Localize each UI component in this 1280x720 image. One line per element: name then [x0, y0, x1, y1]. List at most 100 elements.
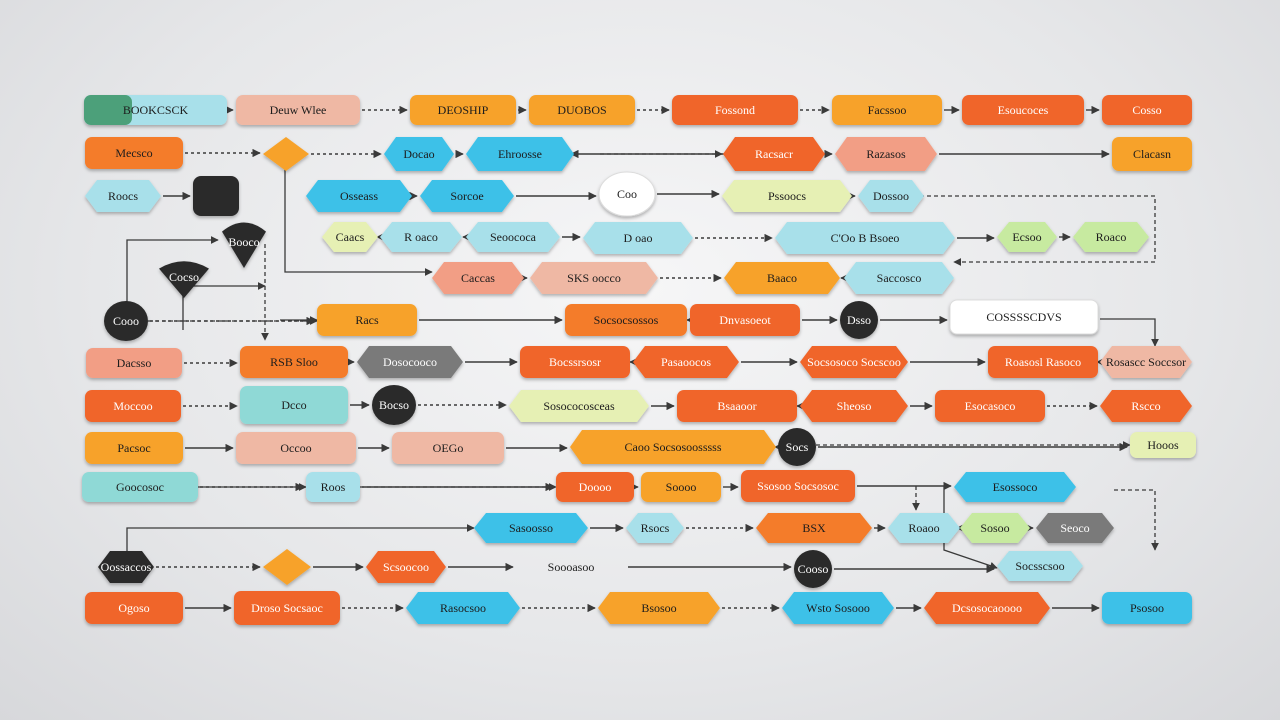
node-shape	[960, 513, 1030, 543]
flow-node: Cocso	[159, 261, 209, 298]
flow-node: Soooo	[641, 472, 721, 502]
flow-node: OEGo	[392, 432, 504, 464]
flow-node: Pasaoocos	[633, 346, 739, 378]
node-shape	[1130, 432, 1196, 458]
flow-node: Dcsosocaoooo	[924, 592, 1050, 624]
node-shape	[800, 346, 908, 378]
flow-node: Roos	[306, 472, 360, 502]
flow-node: DUOBOS	[529, 95, 635, 125]
node-shape	[723, 137, 825, 171]
flow-node	[263, 137, 309, 171]
flow-node: Bocso	[372, 385, 416, 425]
flow-node: Dnvasoeot	[690, 304, 800, 336]
node-shape	[782, 592, 894, 624]
flow-node: Ecsoo	[997, 222, 1057, 252]
node-shape	[832, 95, 942, 125]
connector-line	[1114, 489, 1159, 551]
flow-node	[263, 549, 311, 585]
node-shape	[583, 222, 693, 254]
flow-node: Booco	[222, 222, 266, 268]
flow-node: Bsosoo	[598, 592, 720, 624]
node-shape	[234, 591, 340, 625]
node-shape	[104, 301, 148, 341]
flow-node: Caacs	[322, 222, 378, 252]
flow-node: Roaco	[1073, 222, 1149, 252]
flow-node: Pssoocs	[722, 180, 852, 212]
node-shape	[432, 262, 524, 294]
node-shape	[775, 222, 955, 254]
node-shape	[85, 432, 183, 464]
flow-node: Goocosoc	[82, 472, 198, 502]
flow-node: Caccas	[432, 262, 524, 294]
node-shape	[598, 592, 720, 624]
node-shape	[357, 346, 463, 378]
flow-node: Esocasoco	[935, 390, 1045, 422]
node-shape	[724, 262, 840, 294]
flow-node: Oossaccos	[98, 551, 154, 583]
node-shape	[626, 513, 684, 543]
node-shape	[888, 513, 960, 543]
flow-node: Sheoso	[800, 390, 908, 422]
flow-node: Seoco	[1036, 513, 1114, 543]
flow-node: DEOSHIP	[410, 95, 516, 125]
flow-node: BSX	[756, 513, 872, 543]
node-shape	[997, 551, 1083, 581]
flow-node: Racs	[317, 304, 417, 336]
node-shape	[633, 346, 739, 378]
node-shape	[1112, 137, 1192, 171]
connector-line	[1100, 318, 1159, 347]
flow-node: Droso Socsaoc	[234, 591, 340, 625]
node-shape	[406, 592, 520, 624]
connector-line	[284, 154, 433, 276]
flow-node: Racsacr	[723, 137, 825, 171]
flow-node: Sosococosceas	[509, 390, 649, 422]
flow-node: Socsscsoo	[997, 551, 1083, 581]
flow-node	[193, 176, 239, 216]
node-shape	[530, 262, 658, 294]
node-shape	[85, 390, 181, 422]
node-shape	[82, 472, 198, 502]
node-shape	[193, 176, 239, 216]
flow-node: Cosso	[1102, 95, 1192, 125]
flow-node: Hooos	[1130, 432, 1196, 458]
flow-node: Moccoo	[85, 390, 181, 422]
flow-node: Coo	[598, 171, 656, 217]
node-shape	[306, 472, 360, 502]
flow-node: Ssosoo Socsosoc	[741, 470, 855, 502]
flow-node: Razasos	[835, 137, 937, 171]
node-shape	[1100, 346, 1192, 378]
flow-node: Socs	[778, 428, 816, 466]
node-shape	[1102, 592, 1192, 624]
node-shape	[598, 171, 656, 217]
node-shape	[306, 180, 412, 212]
node-shape	[924, 592, 1050, 624]
flow-node: Ehroosse	[466, 137, 574, 171]
flow-node: Bsaaoor	[677, 390, 797, 422]
node-shape	[935, 390, 1045, 422]
node-shape	[520, 346, 630, 378]
flow-node: Sosoo	[960, 513, 1030, 543]
flow-node: BOOKCSCK	[84, 95, 227, 125]
flow-node: C'Oo B Bsoeo	[775, 222, 955, 254]
node-shape	[86, 348, 182, 378]
flow-node: RSB Sloo	[240, 346, 348, 378]
node-shape	[840, 301, 878, 339]
flow-node: Occoo	[236, 432, 356, 464]
node-shape	[474, 513, 588, 543]
flow-node: Facssoo	[832, 95, 942, 125]
node-label: Soooasoo	[548, 560, 595, 574]
node-shape	[263, 549, 311, 585]
node-shape	[741, 470, 855, 502]
node-shape	[159, 261, 209, 298]
node-shape	[529, 95, 635, 125]
node-shape	[641, 472, 721, 502]
connector-line	[126, 236, 219, 318]
node-shape	[1073, 222, 1149, 252]
flow-node: Saccosco	[844, 262, 954, 294]
flow-node: Rosascc Soccsor	[1100, 346, 1192, 378]
node-shape	[372, 385, 416, 425]
node-shape	[800, 390, 908, 422]
node-shape	[85, 137, 183, 169]
